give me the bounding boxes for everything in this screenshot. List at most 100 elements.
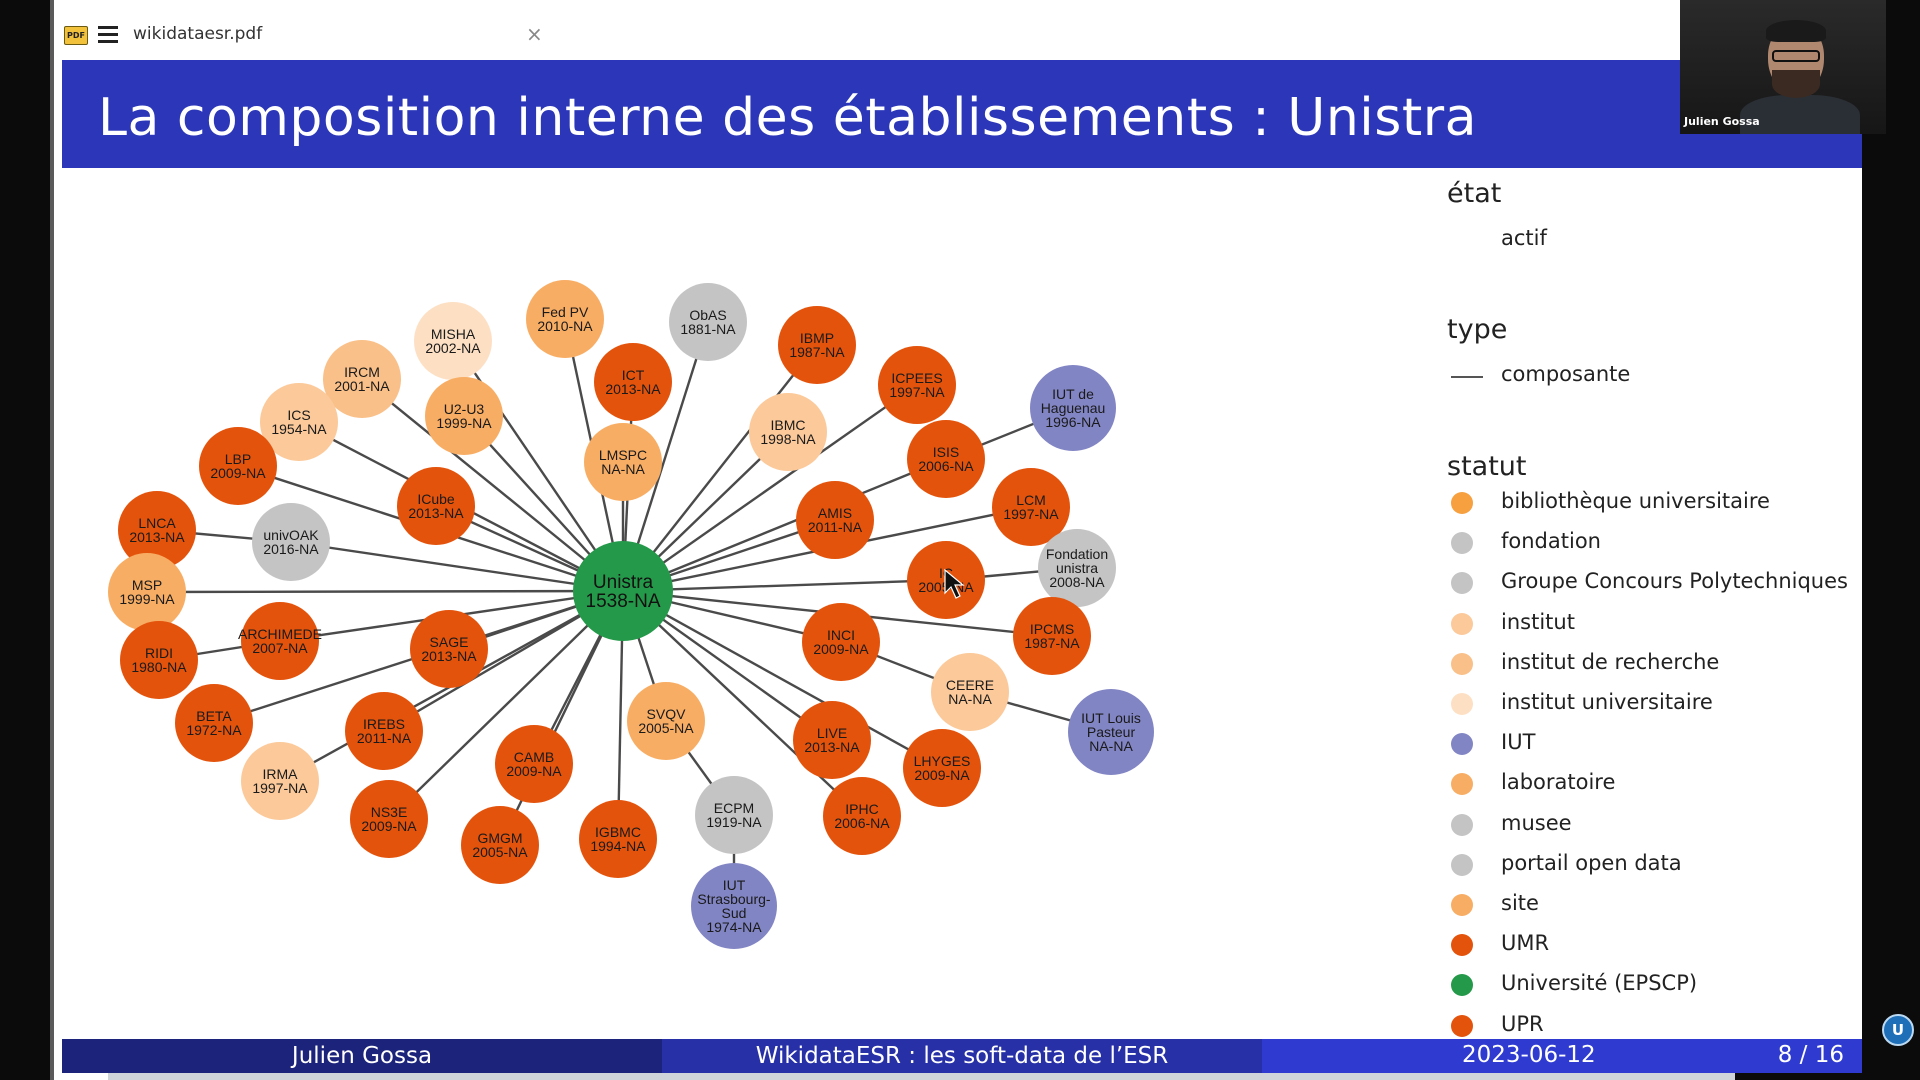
edge-unistra-ic [622, 578, 947, 593]
node-label: 2011-NA [357, 730, 412, 746]
node-label: unistra [1056, 560, 1098, 576]
edge-unistra-lhyges [622, 589, 943, 770]
hamburger-menu-icon[interactable] [98, 26, 118, 44]
node-label: IUT de [1052, 386, 1094, 402]
node-label: CEERE [946, 677, 994, 693]
legend-dot-1 [1451, 532, 1473, 555]
edge-unistra-ibmp [622, 344, 818, 592]
node-label: 1997-NA [252, 780, 308, 796]
node-label: 1974-NA [706, 919, 762, 935]
legend-dot-5 [1451, 693, 1473, 715]
legend-statut-item: portail open data [1501, 850, 1682, 875]
legend-statut-title: statut [1447, 451, 1527, 482]
legend-dot-9 [1451, 853, 1473, 876]
node-circle-live [793, 701, 871, 779]
node-label: LNCA [138, 515, 176, 531]
node-circle-lnca [118, 491, 196, 569]
node-label: 2009-NA [506, 763, 562, 779]
node-circle-ibmc [749, 393, 827, 471]
legend-dot-7 [1451, 773, 1473, 796]
node-circle-amis [796, 481, 874, 559]
pdf-file-icon: PDF [64, 26, 88, 45]
node-circle-icpees [878, 346, 956, 424]
tab-close-icon[interactable]: × [526, 22, 543, 46]
tab-filename[interactable]: wikidataesr.pdf [133, 24, 263, 44]
edge-unistra-isis [622, 457, 947, 593]
node-label: 1999-NA [436, 415, 492, 431]
node-circle-iphc [823, 777, 901, 855]
legend-statut-item: Université (EPSCP) [1501, 971, 1698, 996]
node-label: U2-U3 [444, 401, 485, 417]
node-circle-icube [397, 467, 475, 545]
tab-bar: PDF wikidataesr.pdf × [54, 0, 1681, 60]
node-label: 2008-NA [1049, 574, 1105, 590]
node-label: 2013-NA [129, 529, 185, 545]
node-label: 2006-NA [918, 458, 974, 474]
node-label: AMIS [818, 505, 852, 521]
legend-dot-6 [1451, 733, 1473, 756]
node-circle-lmspc [584, 423, 662, 501]
node-label: 2009-NA [914, 767, 970, 783]
node-label: IRCM [344, 364, 380, 380]
slide: La composition interne des établissement… [62, 60, 1862, 1073]
node-label: Fed PV [542, 304, 589, 320]
node-label: BETA [196, 708, 232, 724]
node-label: 1994-NA [590, 838, 646, 854]
node-label: 1997-NA [889, 384, 945, 400]
edge-unistra-ircm [361, 378, 624, 592]
node-label: 1998-NA [760, 431, 816, 447]
legend-statut-item: institut universitaire [1501, 690, 1713, 714]
overlay-app-button[interactable]: U [1882, 1014, 1914, 1046]
node-circle-ibmp [778, 306, 856, 384]
node-circle-ceere [931, 653, 1009, 731]
node-label: NA-NA [948, 691, 992, 707]
node-circle-lcm [992, 468, 1070, 546]
legend-statut-item: fondation [1501, 529, 1601, 554]
node-label: CAMB [514, 749, 554, 765]
node-label: ICT [622, 367, 645, 383]
node-label: 2011-NA [808, 519, 863, 535]
node-label: NA-NA [1089, 738, 1133, 754]
node-circle-ridi [120, 621, 198, 699]
node-label: Unistra [593, 572, 654, 593]
node-circle-iutstr [691, 863, 777, 949]
node-label: 2009-NA [361, 818, 417, 834]
edge-unistra-ns3e [388, 590, 624, 820]
footer-author: Julien Gossa [62, 1039, 662, 1073]
node-label: 2010-NA [537, 318, 593, 334]
node-label: ICS [287, 407, 310, 423]
node-label: Pasteur [1087, 724, 1136, 740]
node-circle-svqv [627, 682, 705, 760]
legend-dot-8 [1451, 813, 1473, 836]
node-circle-ircm [323, 340, 401, 418]
node-label: 1919-NA [706, 814, 762, 830]
node-label: LBP [225, 451, 251, 467]
node-label: SVQV [647, 706, 687, 722]
node-circle-iutlp [1068, 689, 1154, 775]
legend-type-title: type [1447, 314, 1508, 345]
edge-unistra-msp [146, 589, 624, 594]
node-circle-univoak [252, 503, 330, 581]
node-circle-unistra [573, 541, 673, 641]
node-label: SAGE [430, 634, 469, 650]
